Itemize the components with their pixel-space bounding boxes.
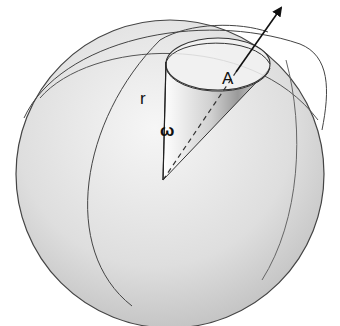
area-label: A [222, 70, 233, 87]
radius-line [163, 62, 166, 180]
meridian [262, 60, 297, 280]
angle-label: ω [160, 122, 174, 139]
axis-arrow [236, 8, 281, 72]
sphere [16, 20, 324, 326]
radius-label: r [140, 90, 146, 107]
